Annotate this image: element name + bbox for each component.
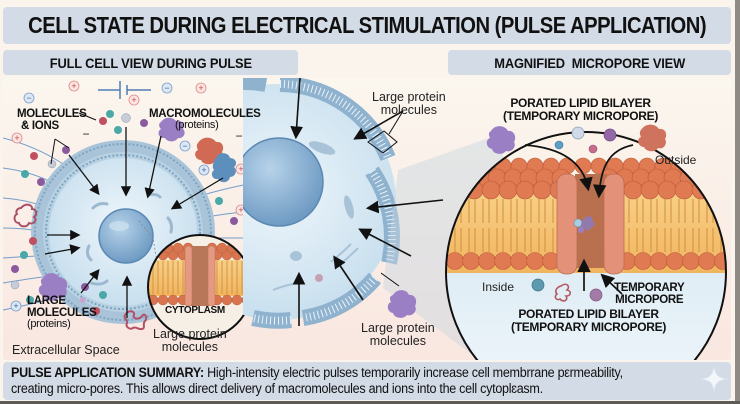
label-large-protein-bottom-line1: Large protein bbox=[361, 321, 435, 335]
label-porated-bottom-line2: (TEMPORARY MICROPORE) bbox=[511, 319, 667, 334]
left-panel-header: FULL CELL VIEW DURING PULSE bbox=[3, 50, 298, 75]
label-molecules-ions: MOLECULES & IONS bbox=[17, 108, 87, 132]
svg-text:+: + bbox=[131, 95, 136, 105]
ion-particle bbox=[588, 144, 598, 154]
minus-ion-icon: − bbox=[23, 92, 35, 104]
svg-text:+: + bbox=[198, 83, 203, 93]
label-macromolecules: MACROMOLECULES (proteins) bbox=[149, 108, 261, 132]
page-title-text: CELL STATE DURING ELECTRICAL STIMULATION… bbox=[28, 12, 706, 38]
plus-ion-icon: + bbox=[198, 164, 210, 176]
diagram-svg: + − + − + + − + + + + − − − − bbox=[3, 78, 727, 360]
ion-particles-left bbox=[10, 110, 238, 315]
svg-text:−: − bbox=[182, 141, 187, 151]
label-temporary-micropore: TEMPORARY MICROPORE bbox=[614, 282, 685, 307]
label-large-protein-bottom-line2: molecules bbox=[369, 334, 426, 349]
ion-particle bbox=[603, 128, 617, 142]
magnified-micropore bbox=[445, 124, 727, 360]
svg-text:+: + bbox=[201, 165, 206, 175]
label-large-sub: (proteins) bbox=[27, 318, 71, 331]
battery-symbol-icon bbox=[98, 81, 151, 99]
page-title: CELL STATE DURING ELECTRICAL STIMULATION… bbox=[3, 7, 731, 44]
label-porated-top-line1: PORATED LIPID BILAYER bbox=[510, 96, 651, 110]
plus-ion-icon: + bbox=[128, 94, 140, 106]
summary-text-line1: High-intensity electric pulses temporari… bbox=[203, 365, 623, 380]
sparkle-icon bbox=[700, 365, 728, 393]
plus-ion-icon: + bbox=[195, 82, 207, 94]
label-pointer-lines bbox=[50, 112, 97, 165]
minus-ion-icon: − bbox=[161, 82, 173, 94]
right-panel-header-text: MAGNIFIED MICROPORE VIEW bbox=[494, 54, 685, 71]
svg-text:−: − bbox=[21, 116, 28, 130]
arrows-left bbox=[44, 127, 224, 318]
pore-arrows bbox=[524, 144, 634, 295]
svg-text:−: − bbox=[82, 127, 89, 141]
label-outside: Outside bbox=[655, 153, 697, 167]
label-large-line2: MOLECULES bbox=[27, 307, 97, 320]
plus-ion-icon: + bbox=[68, 80, 80, 92]
diagram-canvas: + − + − + + − + + + + − − − − bbox=[3, 78, 731, 360]
svg-text:−: − bbox=[164, 83, 169, 93]
ion-particle bbox=[531, 278, 545, 292]
left-nucleus bbox=[98, 208, 154, 264]
ion-particle bbox=[554, 140, 564, 150]
protein-red-top-icon bbox=[638, 124, 667, 152]
label-porated-bottom-line1: PORATED LIPID BILAYER bbox=[518, 307, 659, 321]
svg-text:−: − bbox=[26, 93, 31, 103]
label-ions-line2: & IONS bbox=[21, 120, 59, 133]
window-frame-bottom bbox=[0, 401, 740, 404]
label-large-line1: LARGE bbox=[27, 295, 66, 307]
plus-ion-icon: + bbox=[11, 132, 23, 144]
protein-red-coil-left-icon bbox=[13, 203, 38, 228]
label-temporary-line1: TEMPORARY bbox=[614, 282, 685, 294]
label-large-protein-bottom: Large protein molecules bbox=[361, 321, 435, 349]
plus-ion-icon: + bbox=[10, 300, 22, 312]
label-large-protein-left-line2: molecules bbox=[161, 340, 218, 355]
label-inside: Inside bbox=[482, 280, 515, 294]
minus-ion-icon: − bbox=[179, 140, 191, 152]
label-large-protein-top: Large protein molecules bbox=[372, 90, 446, 118]
label-large-molecules: LARGE MOLECULES (proteins) bbox=[27, 295, 97, 331]
protein-coil-icon bbox=[554, 283, 572, 302]
middle-nucleus bbox=[243, 137, 324, 227]
label-macromolecules-sub: (proteins) bbox=[175, 119, 219, 132]
label-cytoplasm: CYTOPLASM bbox=[165, 305, 225, 316]
window-frame-right bbox=[735, 0, 740, 404]
label-micropore-line2: MICROPORE bbox=[615, 294, 684, 307]
label-porated-top-line2: (TEMPORARY MICROPORE) bbox=[503, 108, 659, 123]
label-large-protein-left-line1: Large protein bbox=[153, 327, 227, 341]
pulse-summary-box: PULSE APPLICATION SUMMARY: High-intensit… bbox=[3, 362, 731, 400]
label-large-protein-top-line2: molecules bbox=[380, 103, 437, 118]
bracket-pointer bbox=[367, 110, 404, 287]
protein-purple-middle-icon bbox=[387, 290, 417, 318]
middle-cell bbox=[243, 78, 400, 329]
protein-purple-large-icon bbox=[38, 273, 68, 301]
label-large-protein-top-line1: Large protein bbox=[372, 90, 446, 104]
summary-text-line2: creating micro-pores. This allows direct… bbox=[11, 381, 543, 396]
protein-purple-top-icon bbox=[486, 126, 516, 154]
protein-red-coil-icon bbox=[123, 310, 148, 331]
label-large-protein-left: Large protein molecules bbox=[153, 327, 227, 355]
label-macromolecules-text: MACROMOLECULES bbox=[149, 108, 261, 120]
svg-text:+: + bbox=[238, 164, 243, 174]
protein-blue-icon bbox=[211, 153, 237, 183]
label-molecules-line1: MOLECULES bbox=[17, 108, 87, 120]
middle-membrane-top bbox=[243, 78, 400, 329]
left-panel-header-text: FULL CELL VIEW DURING PULSE bbox=[49, 54, 252, 71]
protein-purple-icon bbox=[158, 117, 185, 142]
svg-text:+: + bbox=[238, 205, 243, 215]
right-panel-header: MAGNIFIED MICROPORE VIEW bbox=[448, 50, 731, 75]
ion-particle bbox=[571, 126, 585, 140]
label-extracellular-space: Extracellular Space bbox=[12, 343, 120, 357]
svg-text:+: + bbox=[71, 81, 76, 91]
summary-heading: PULSE APPLICATION SUMMARY: bbox=[11, 365, 204, 380]
svg-text:+: + bbox=[14, 133, 19, 143]
arrows-middle bbox=[290, 78, 444, 326]
ion-particle bbox=[589, 288, 603, 302]
pore-wall-right bbox=[603, 173, 625, 275]
svg-text:−: − bbox=[235, 129, 242, 143]
svg-text:+: + bbox=[13, 301, 18, 311]
label-porated-bilayer-top: PORATED LIPID BILAYER (TEMPORARY MICROPO… bbox=[503, 97, 658, 122]
label-porated-bilayer-bottom: PORATED LIPID BILAYER (TEMPORARY MICROPO… bbox=[511, 308, 666, 333]
lipid-heads-bottom bbox=[446, 252, 726, 270]
